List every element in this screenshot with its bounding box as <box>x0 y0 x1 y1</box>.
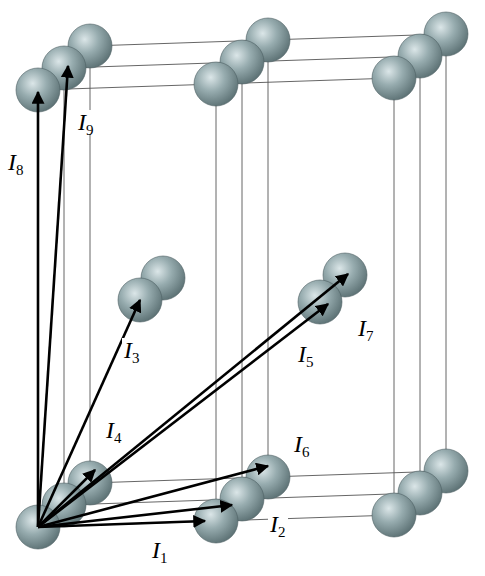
vector-label: I8 <box>6 150 26 174</box>
lattice-vector <box>38 466 268 527</box>
lattice-vector <box>38 300 140 527</box>
vector-label: I3 <box>122 338 142 362</box>
vector-label: I2 <box>268 512 288 536</box>
lattice-vector <box>38 274 348 527</box>
cell-edge <box>242 62 243 499</box>
lattice-vector <box>38 304 328 527</box>
vector-label: I5 <box>296 342 316 366</box>
vector-label: I6 <box>292 432 312 456</box>
cell-edge <box>216 84 217 521</box>
lattice-vector <box>37 92 40 527</box>
atom-sphere <box>372 56 416 100</box>
vector-label: I4 <box>104 418 124 442</box>
cell-edge <box>446 34 447 471</box>
cell-edge <box>394 78 395 515</box>
cell-edge <box>268 40 269 477</box>
cell-edge <box>420 56 421 493</box>
lattice-vector <box>38 66 68 527</box>
vector-label: I9 <box>76 110 96 134</box>
vector-label: I7 <box>356 316 376 340</box>
atom-sphere <box>194 62 238 106</box>
lattice-vector <box>38 505 232 527</box>
atom-sphere <box>372 493 416 537</box>
atom-sphere <box>298 280 342 324</box>
cell-edge <box>38 90 39 527</box>
vector-label: I1 <box>150 538 170 562</box>
